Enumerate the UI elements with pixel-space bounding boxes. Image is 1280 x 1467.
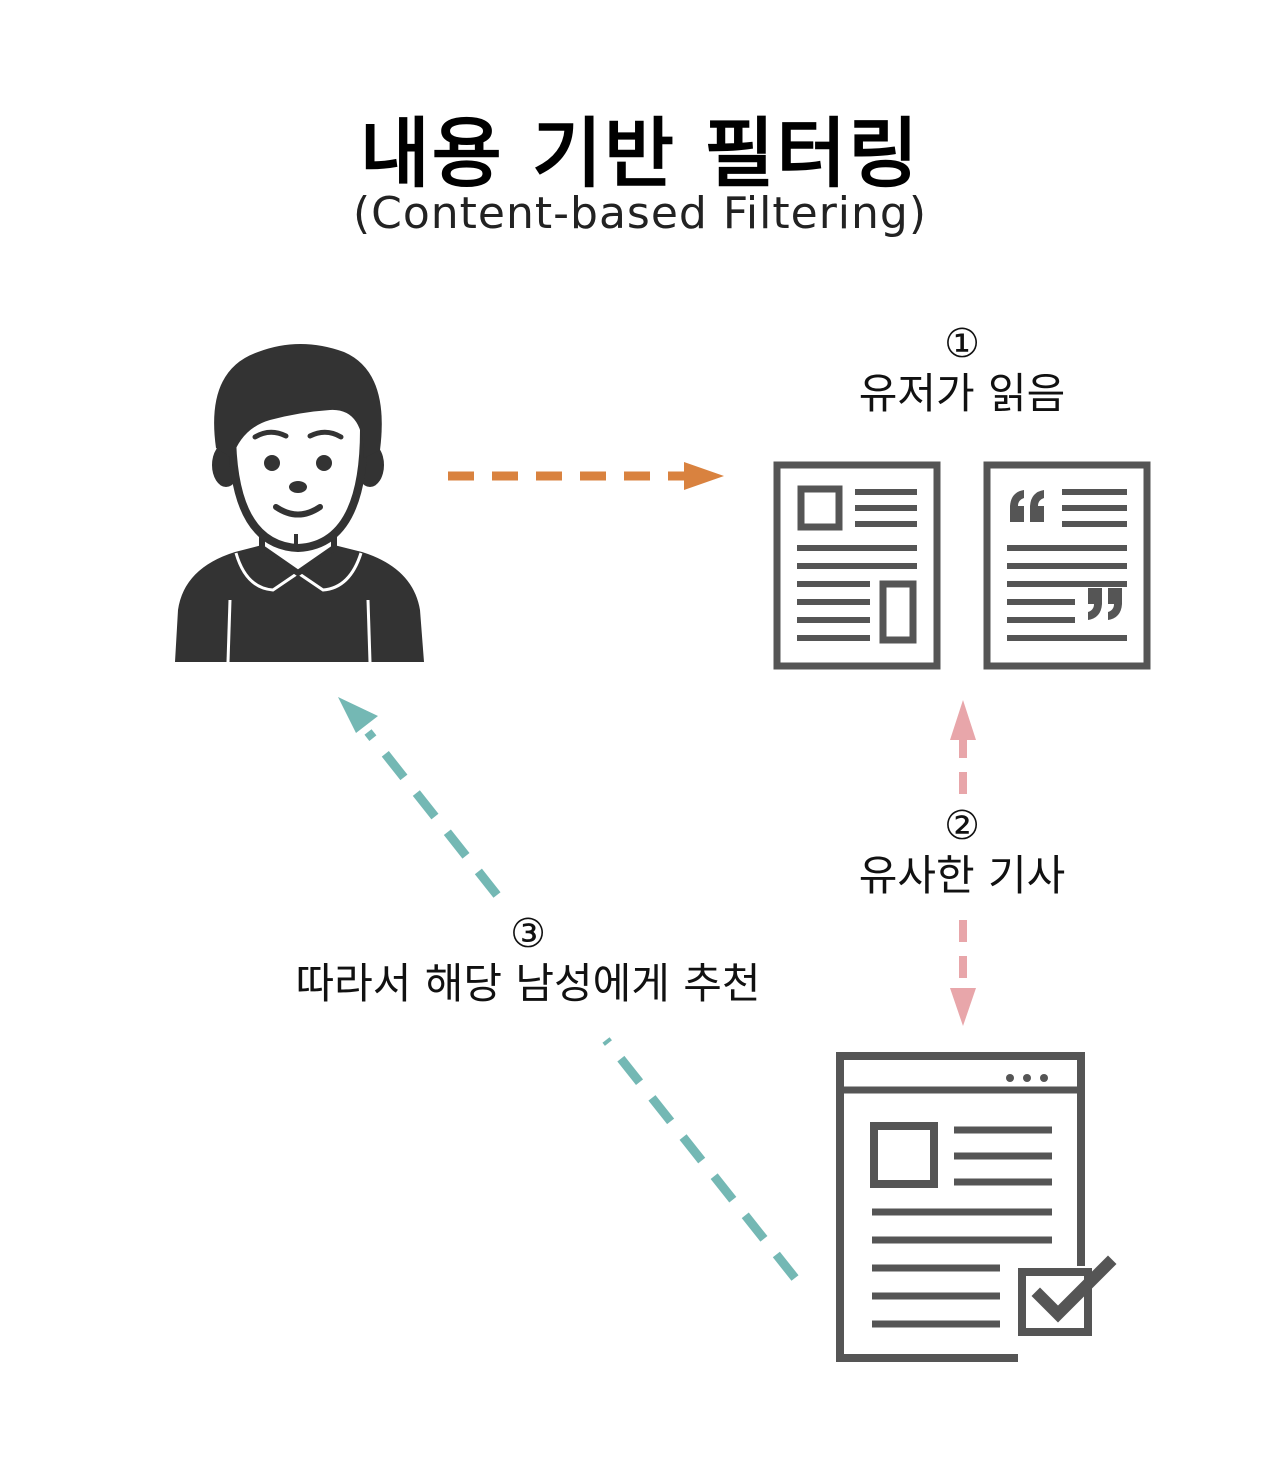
step-3-number: ③ [510,911,546,957]
recommended-article-check-icon [836,1052,1117,1362]
step-3-label: ③ 따라서 해당 남성에게 추천 [228,912,828,1012]
step-2-number: ② [944,803,980,849]
article-with-quote-icon [983,461,1151,670]
step-2-text: 유사한 기사 [858,851,1066,900]
step-1-text: 유저가 읽음 [858,369,1066,418]
step-1-label: ① 유저가 읽음 [822,322,1102,422]
arrow-similar-articles [950,700,976,1026]
step-3-text: 따라서 해당 남성에게 추천 [295,959,761,1008]
step-2-label: ② 유사한 기사 [822,804,1102,904]
article-with-image-icon [773,461,941,670]
arrow-user-reads-article [448,462,724,490]
man-user-icon [175,344,424,663]
page-title: 내용 기반 필터링 [359,109,921,198]
page-subtitle: (Content-based Filtering) [352,188,927,239]
arrow-recommend-to-user [338,697,799,1281]
step-1-number: ① [944,321,980,367]
